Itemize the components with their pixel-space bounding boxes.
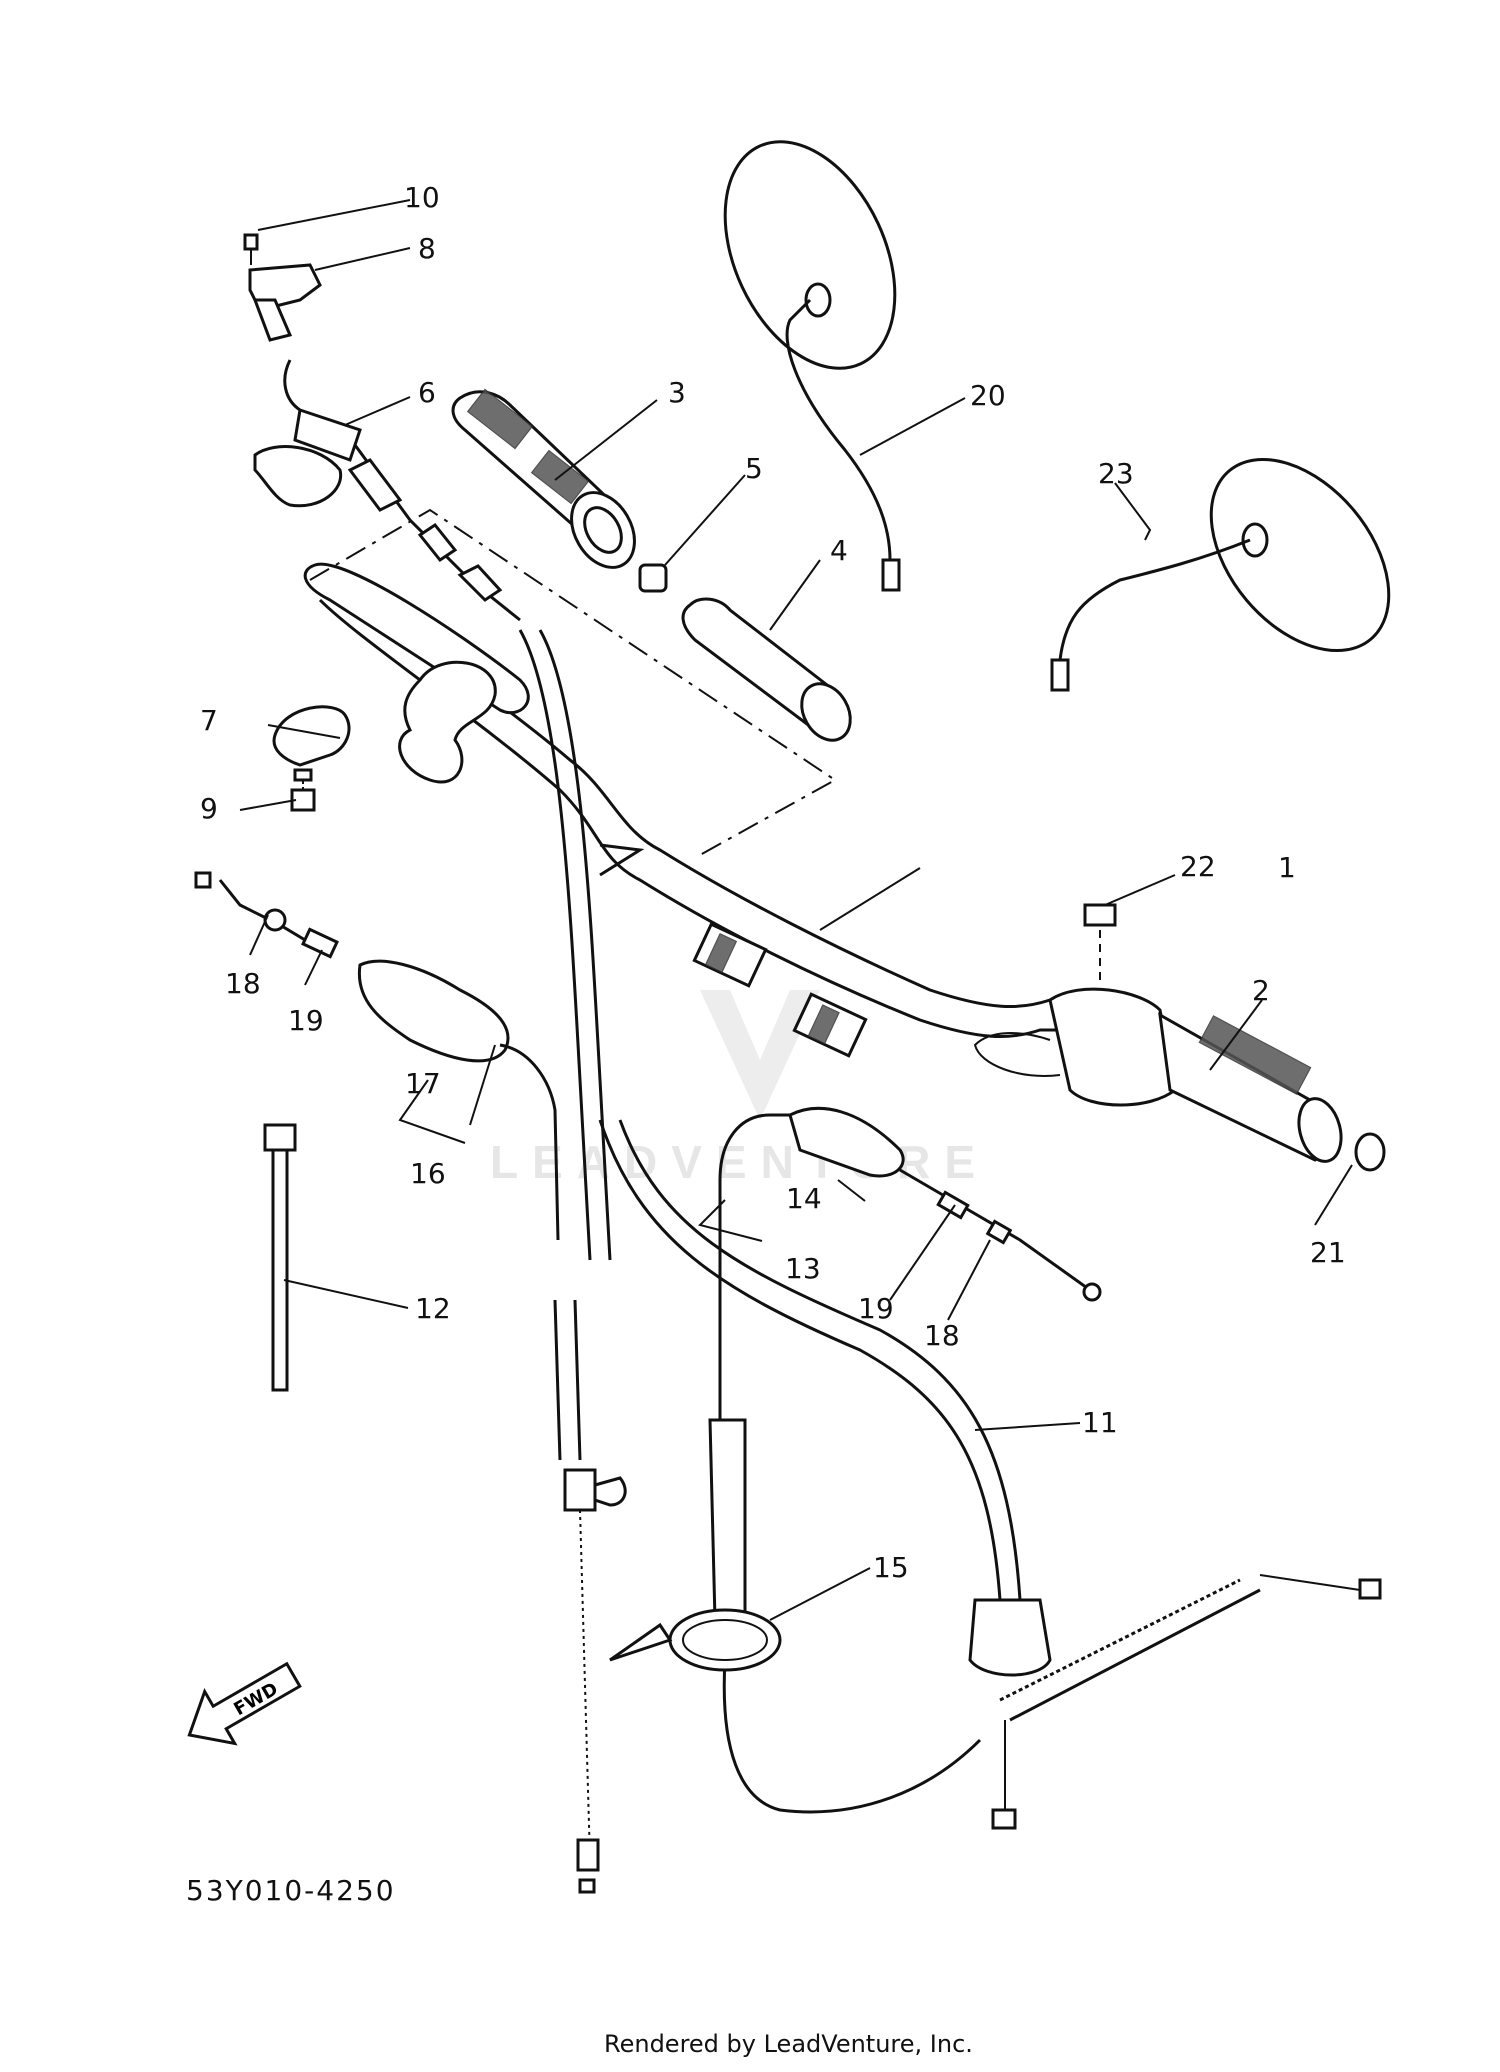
callout-18-left: 18 — [225, 967, 261, 1000]
handlebar — [303, 562, 1100, 1058]
throttle-sleeve — [681, 597, 852, 742]
fwd-arrow: FWD — [187, 1661, 302, 1746]
leader-lines — [239, 199, 1353, 1621]
callout-3: 3 — [668, 376, 686, 409]
callout-5: 5 — [745, 452, 763, 485]
clamp-holder — [272, 705, 351, 812]
reference-code: 53Y010-4250 — [186, 1874, 396, 1907]
callout-23: 23 — [1098, 457, 1134, 490]
collar — [638, 563, 668, 593]
callout-17: 17 — [405, 1067, 441, 1100]
callout-16: 16 — [410, 1157, 446, 1190]
watermark-text: LEADVENTURE — [490, 1136, 989, 1188]
mirror-left — [723, 140, 901, 592]
callout-1: 1 — [1278, 851, 1296, 884]
callout-6: 6 — [418, 376, 436, 409]
callout-19-right: 19 — [858, 1292, 894, 1325]
callout-22: 22 — [1180, 850, 1216, 883]
bottom-cable — [991, 1574, 1382, 1830]
callout-21: 21 — [1310, 1236, 1346, 1269]
decompression-cable — [598, 1119, 1052, 1677]
cable-tie — [263, 1123, 297, 1392]
start-lever-cable — [708, 1107, 1102, 1814]
callout-18-right: 18 — [924, 1319, 960, 1352]
callout-7: 7 — [200, 704, 218, 737]
callout-8: 8 — [418, 232, 436, 265]
mirror-right — [1050, 457, 1391, 692]
callout-2: 2 — [1252, 974, 1270, 1007]
callout-12: 12 — [415, 1292, 451, 1325]
callout-15: 15 — [873, 1551, 909, 1584]
throttle-housing — [243, 233, 837, 856]
callout-labels: 1 2 3 4 5 6 7 8 9 10 11 12 13 14 15 16 1… — [200, 181, 1346, 1584]
hot-start-lever — [194, 871, 560, 1241]
callout-20: 20 — [970, 379, 1006, 412]
right-grip-assembly — [973, 903, 1386, 1172]
callout-9: 9 — [200, 792, 218, 825]
left-grip — [451, 388, 636, 569]
callout-4: 4 — [830, 534, 848, 567]
callout-13: 13 — [785, 1252, 821, 1285]
callout-10: 10 — [404, 181, 440, 214]
callout-11: 11 — [1082, 1406, 1118, 1439]
callout-19-left: 19 — [288, 1004, 324, 1037]
clutch-cable — [518, 629, 627, 1894]
footer-credit: Rendered by LeadVenture, Inc. — [604, 2030, 973, 2058]
cable-band — [609, 1608, 782, 1672]
watermark: LEADVENTURE — [490, 990, 989, 1188]
callout-14: 14 — [786, 1182, 822, 1215]
